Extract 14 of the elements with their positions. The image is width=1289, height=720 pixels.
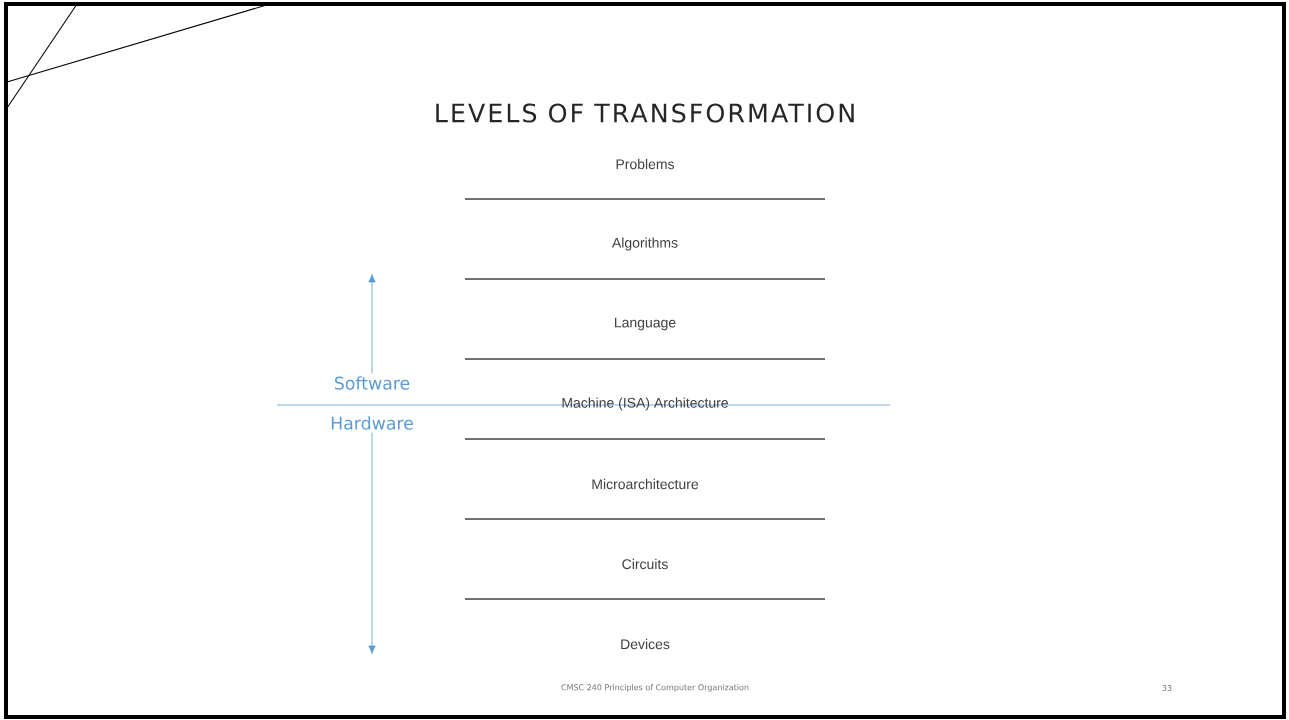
arrow (368, 274, 376, 374)
level-label: Microarchitecture (592, 478, 699, 490)
level-label: Language (615, 317, 676, 331)
arrow (368, 432, 376, 654)
title: LEVELS OF TRANSFORMATION (436, 103, 854, 123)
footer-text: CMSC 240 Principles of Computer Organization (561, 684, 749, 692)
side-label: Software (334, 376, 410, 390)
page-number: 33 (1162, 684, 1172, 691)
level-label: Devices (621, 638, 670, 650)
level-label: Problems (616, 158, 675, 170)
level-label: Algorithms (611, 237, 678, 251)
level-label: Machine (ISA) Architecture (562, 397, 728, 411)
level-label: Circuits (622, 558, 668, 570)
side-label: Hardware (331, 416, 413, 430)
